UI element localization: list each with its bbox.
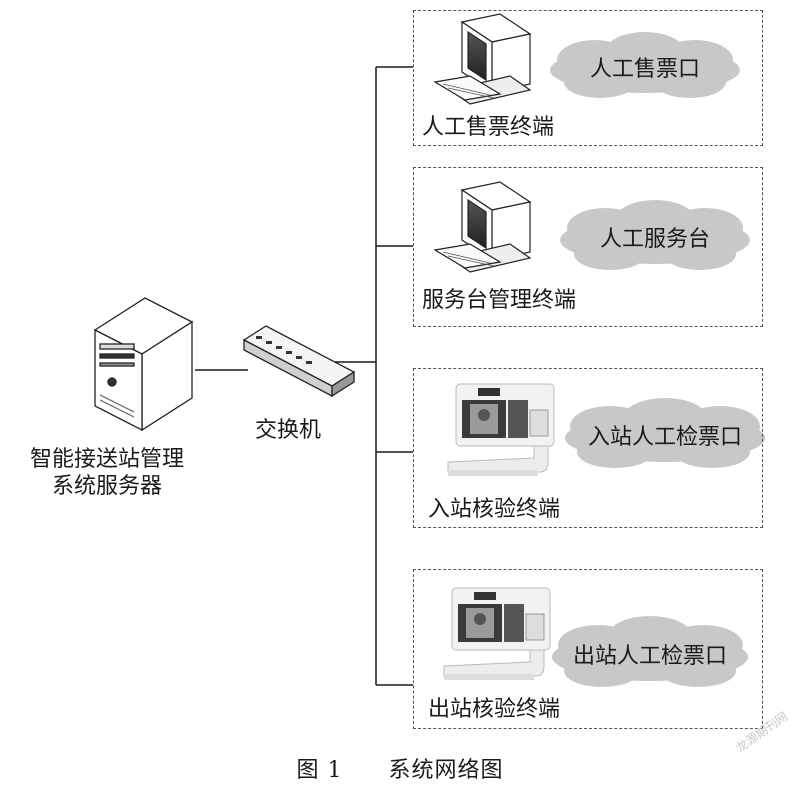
server-tower-icon xyxy=(93,297,194,432)
cloud-label-1: 人工售票口 xyxy=(589,57,700,82)
terminal-group-4 xyxy=(413,569,763,729)
cloud-label-4: 出站人工检票口 xyxy=(572,644,727,669)
figure-number: 图 1 xyxy=(296,758,343,783)
server-label-line2: 系统服务器 xyxy=(52,474,163,499)
figure-caption: 图 1 系统网络图 xyxy=(0,752,800,784)
desktop-computer-icon-2 xyxy=(433,181,532,273)
cloud-shape-4 xyxy=(552,616,748,687)
terminal-label-4: 出站核验终端 xyxy=(428,697,561,722)
terminal-label-1: 人工售票终端 xyxy=(422,115,555,140)
terminal-group-1 xyxy=(413,10,763,146)
switch-label: 交换机 xyxy=(255,418,322,443)
server-label-line1: 智能接送站管理 xyxy=(30,447,185,472)
terminal-group-2 xyxy=(413,167,763,327)
cloud-label-3: 入站人工检票口 xyxy=(587,425,742,450)
cloud-shape-2 xyxy=(560,200,750,270)
face-verification-terminal-icon-1 xyxy=(447,383,555,476)
cloud-shape-3 xyxy=(565,398,765,468)
cloud-label-2: 人工服务台 xyxy=(599,227,710,252)
network-switch-icon xyxy=(242,325,356,398)
terminal-label-2: 服务台管理终端 xyxy=(422,288,577,313)
terminal-group-3 xyxy=(413,368,763,528)
cloud-shape-1 xyxy=(550,32,740,98)
face-verification-terminal-icon-2 xyxy=(443,587,551,680)
terminal-label-3: 入站核验终端 xyxy=(428,497,561,522)
desktop-computer-icon-1 xyxy=(433,13,532,105)
figure-title: 系统网络图 xyxy=(388,758,504,783)
